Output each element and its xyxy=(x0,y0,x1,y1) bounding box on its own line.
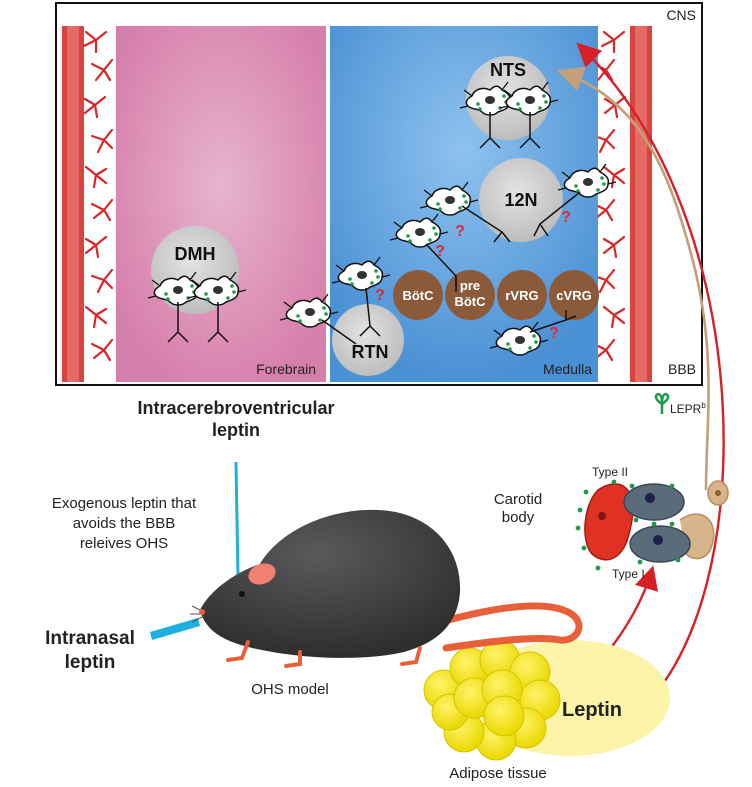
rvrg-blob xyxy=(497,270,547,320)
hypoglossal-label: 12N xyxy=(504,190,537,210)
icv-injection-line xyxy=(234,461,240,579)
bbb-label: BBB xyxy=(668,361,696,377)
intranasal-label-1: Intranasal xyxy=(45,628,135,649)
question-mark-botc: ? xyxy=(435,243,445,260)
nts-neurons xyxy=(459,81,559,149)
intranasal-label-2: leptin xyxy=(65,652,116,673)
cvrg-label: cVRG xyxy=(556,288,591,303)
prebotc-label-1: pre xyxy=(460,278,480,293)
type2-label: Type II xyxy=(592,465,628,479)
leprb-label: LEPRb xyxy=(670,401,706,416)
carotid-label-1: Carotid xyxy=(494,491,542,508)
type1-label: Type I xyxy=(612,567,645,581)
carotid-body xyxy=(575,479,715,571)
leprb-legend: LEPRb xyxy=(654,392,706,416)
botc-blob xyxy=(393,270,443,320)
cvrg-input-neuron xyxy=(489,310,577,356)
note-line-3: releives OHS xyxy=(80,535,168,552)
rtn-label: RTN xyxy=(352,342,389,362)
ohs-model-label: OHS model xyxy=(251,681,329,698)
leptin-to-cns-arrow xyxy=(576,42,725,711)
mouse-tail xyxy=(416,602,583,652)
question-mark-12n-left: ? xyxy=(455,223,465,240)
carotid-afferent-to-nts xyxy=(557,66,710,491)
hypoglossal-nucleus xyxy=(479,158,563,242)
dmh-neurons xyxy=(147,271,247,343)
forebrain-region xyxy=(116,26,326,382)
botc-label: BötC xyxy=(402,288,434,303)
dmh-label: DMH xyxy=(175,244,216,264)
icv-label-1: Intracerebroventricular xyxy=(137,398,334,418)
carotid-label-2: body xyxy=(502,509,535,526)
forebrain-label: Forebrain xyxy=(256,361,316,377)
note-line-2: avoids the BBB xyxy=(73,515,176,532)
medulla-label: Medulla xyxy=(543,361,592,377)
bbb-left-band xyxy=(62,26,114,382)
note-line-1: Exogenous leptin that xyxy=(52,495,197,512)
prebotc-blob xyxy=(445,270,495,320)
question-mark-cvrg: ? xyxy=(549,325,559,342)
rtn-input-neurons xyxy=(279,256,391,345)
rvrg-label: rVRG xyxy=(505,288,538,303)
icv-label-2: leptin xyxy=(212,420,260,440)
leptin-label: Leptin xyxy=(562,699,622,721)
cns-label: CNS xyxy=(666,7,696,23)
rtn-nucleus xyxy=(332,304,404,376)
hypoglossal-input-neurons xyxy=(389,163,617,292)
ohs-mouse xyxy=(190,509,583,668)
question-mark-12n-right: ? xyxy=(561,209,571,226)
adipose-tissue xyxy=(423,639,670,761)
adipose-label: Adipose tissue xyxy=(449,765,547,782)
receptor-icon xyxy=(654,392,670,414)
prebotc-label-2: BötC xyxy=(454,294,486,309)
question-mark-rtn: ? xyxy=(375,287,385,304)
intranasal-spray xyxy=(150,618,200,640)
nts-label: NTS xyxy=(490,60,526,80)
cvrg-blob xyxy=(549,270,599,320)
